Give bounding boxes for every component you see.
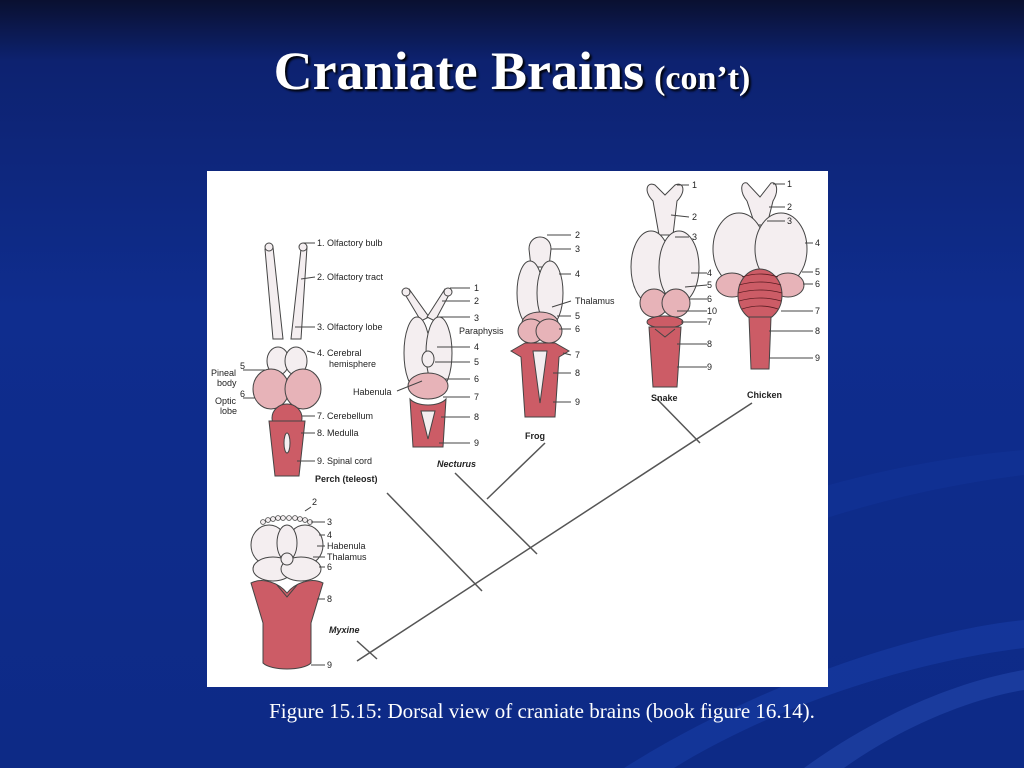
myxine-label-9: 9 [327, 660, 332, 670]
snake-label-5: 5 [707, 280, 712, 290]
perch-left-6: 6 [240, 389, 245, 399]
snake-label-6: 6 [707, 294, 712, 304]
snake-label-4: 4 [707, 268, 712, 278]
perch-label-2: 2. Olfactory tract [317, 272, 384, 282]
snake-label-8: 8 [707, 339, 712, 349]
myxine-name: Myxine [329, 625, 360, 635]
myxine-brain: 2 3 4 Habenula Thalamus 6 8 9 Myxine [250, 497, 367, 670]
snake-label-1: 1 [692, 180, 697, 190]
title-main: Craniate Brains [273, 41, 645, 101]
frog-label-5: 5 [575, 311, 580, 321]
slide-title: Craniate Brains(con’t) [0, 40, 1024, 102]
snake-label-3: 3 [692, 232, 697, 242]
perch-left-body: body [217, 378, 237, 388]
perch-left-optic: Optic [215, 396, 237, 406]
snake-label-7: 7 [707, 317, 712, 327]
perch-label-4b: hemisphere [329, 359, 376, 369]
chicken-label-8: 8 [815, 326, 820, 336]
perch-left-lobe: lobe [220, 406, 237, 416]
chicken-label-9: 9 [815, 353, 820, 363]
necturus-label-6: 6 [474, 374, 479, 384]
figure-caption: Figure 15.15: Dorsal view of craniate br… [269, 699, 815, 723]
frog-label-4: 4 [575, 269, 580, 279]
necturus-label-3: 3 [474, 313, 479, 323]
chicken-label-1: 1 [787, 179, 792, 189]
frog-label-9: 9 [575, 397, 580, 407]
frog-label-2: 2 [575, 230, 580, 240]
chicken-label-7: 7 [815, 306, 820, 316]
myxine-label-4: 4 [327, 530, 332, 540]
necturus-label-4: 4 [474, 342, 479, 352]
myxine-label-8: 8 [327, 594, 332, 604]
perch-brain: 1. Olfactory bulb 2. Olfactory tract 3. … [211, 238, 384, 484]
perch-label-8: 8. Medulla [317, 428, 359, 438]
perch-label-1: 1. Olfactory bulb [317, 238, 383, 248]
frog-label-8: 8 [575, 368, 580, 378]
chicken-brain: 1 2 3 4 5 6 7 8 9 Chicken [712, 179, 820, 400]
necturus-label-9: 9 [474, 438, 479, 448]
myxine-label-3: 3 [327, 517, 332, 527]
necturus-name: Necturus [437, 459, 476, 469]
perch-label-9: 9. Spinal cord [317, 456, 372, 466]
perch-label-3: 3. Olfactory lobe [317, 322, 383, 332]
myxine-label-thalamus: Thalamus [327, 552, 367, 562]
necturus-label-habenula: Habenula [353, 387, 392, 397]
perch-left-5: 5 [240, 361, 245, 371]
necturus-brain: 1 2 3 Paraphysis 4 5 6 7 8 9 Habenula Ne… [353, 283, 504, 469]
phylogeny-lines [356, 398, 753, 662]
frog-label-3: 3 [575, 244, 580, 254]
chicken-label-4: 4 [815, 238, 820, 248]
brain-figure: 1. Olfactory bulb 2. Olfactory tract 3. … [207, 171, 828, 687]
frog-name: Frog [525, 431, 545, 441]
necturus-label-8: 8 [474, 412, 479, 422]
chicken-name: Chicken [747, 390, 782, 400]
perch-name: Perch (teleost) [315, 474, 378, 484]
snake-name: Snake [651, 393, 678, 403]
perch-label-7: 7. Cerebellum [317, 411, 373, 421]
necturus-label-5: 5 [474, 357, 479, 367]
chicken-label-2: 2 [787, 202, 792, 212]
frog-brain: 2 3 4 Thalamus 5 6 7 8 9 Frog [510, 230, 615, 441]
frog-label-thalamus: Thalamus [575, 296, 615, 306]
chicken-label-3: 3 [787, 216, 792, 226]
snake-label-10: 10 [707, 306, 717, 316]
title-suffix: (con’t) [654, 60, 751, 97]
perch-label-4: 4. Cerebral [317, 348, 362, 358]
myxine-label-2: 2 [312, 497, 317, 507]
frog-label-7: 7 [575, 350, 580, 360]
necturus-label-2: 2 [474, 296, 479, 306]
perch-left-pineal: Pineal [211, 368, 236, 378]
snake-label-9: 9 [707, 362, 712, 372]
necturus-label-7: 7 [474, 392, 479, 402]
chicken-label-6: 6 [815, 279, 820, 289]
necturus-label-1: 1 [474, 283, 479, 293]
necturus-label-paraphysis: Paraphysis [459, 326, 504, 336]
myxine-label-6: 6 [327, 562, 332, 572]
snake-brain: 1 2 3 4 5 6 10 7 8 9 Snake [630, 180, 717, 403]
snake-label-2: 2 [692, 212, 697, 222]
myxine-label-habenula: Habenula [327, 541, 366, 551]
brain-diagram: 1. Olfactory bulb 2. Olfactory tract 3. … [211, 179, 820, 670]
frog-label-6: 6 [575, 324, 580, 334]
chicken-label-5: 5 [815, 267, 820, 277]
